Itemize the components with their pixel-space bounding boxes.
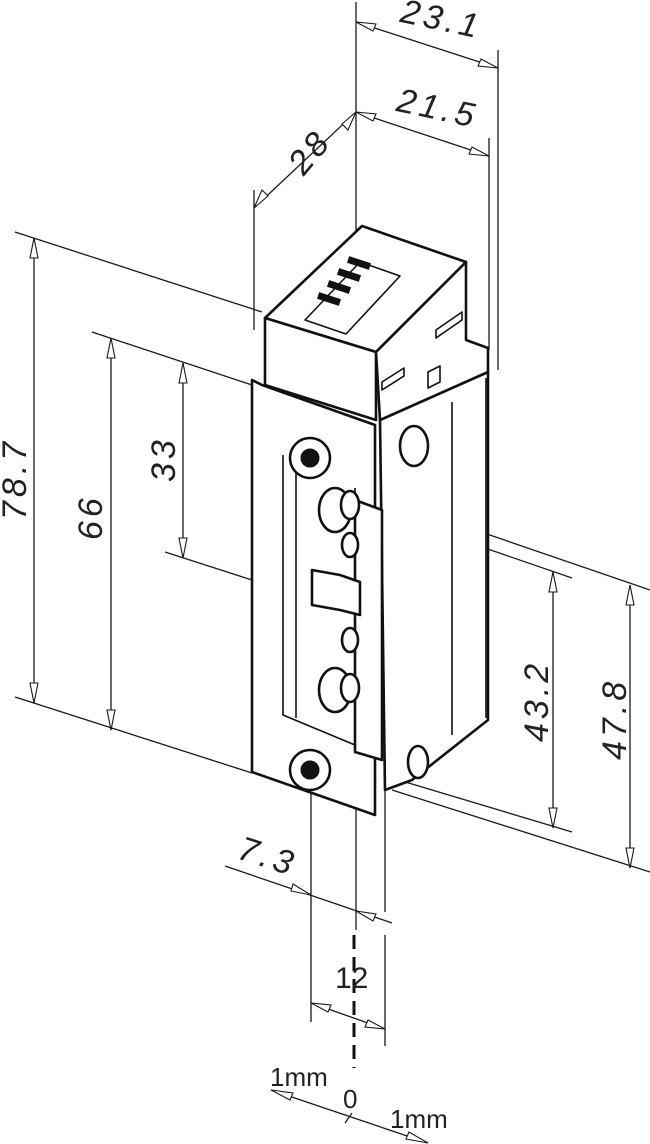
scale-label-center: 0 — [343, 1084, 357, 1114]
dim-top-group — [253, 2, 499, 370]
dim-label-7-3: 7.3 — [234, 829, 302, 883]
dim-bottom-group — [224, 780, 429, 1144]
scale-label-right: 1mm — [390, 1104, 448, 1134]
terminal-block — [263, 224, 490, 422]
scale-label-left: 1mm — [270, 1062, 328, 1092]
dim-label-43-2: 43.2 — [518, 660, 556, 742]
dim-label-21-5: 21.5 — [392, 81, 481, 135]
dim-label-78-7: 78.7 — [0, 438, 34, 520]
dim-label-28: 28 — [280, 122, 339, 182]
dim-label-33: 33 — [145, 436, 183, 482]
dim-label-47-8: 47.8 — [596, 678, 634, 760]
dim-left-group — [14, 231, 263, 774]
dim-label-12: 12 — [335, 962, 368, 995]
dim-label-66: 66 — [72, 494, 110, 540]
door-strike-body — [250, 370, 490, 817]
